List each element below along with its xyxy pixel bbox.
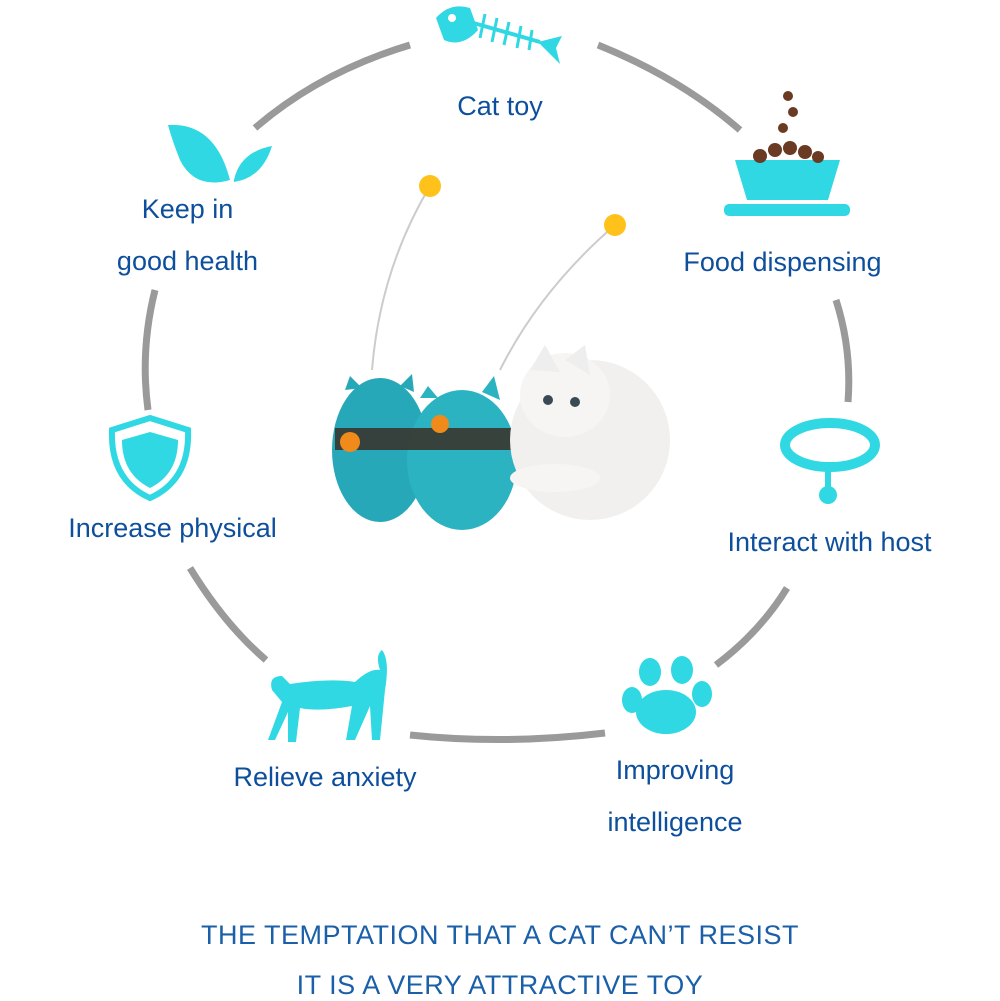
arc xyxy=(596,41,743,133)
product-photo xyxy=(332,175,670,530)
feature-label-interact-with-host: Interact with host xyxy=(727,527,932,557)
arc xyxy=(409,729,606,744)
label-line: good health xyxy=(116,246,259,276)
label-line: Improving xyxy=(615,755,735,785)
feature-label-cat-toy: Cat toy xyxy=(457,91,543,121)
feature-label-relieve-anxiety: Relieve anxiety xyxy=(233,762,417,792)
collar-icon xyxy=(780,418,880,504)
arc xyxy=(187,566,269,663)
tagline-line-1: THE TEMPTATION THAT A CAT CAN’T RESIST xyxy=(200,920,800,950)
arc xyxy=(713,586,790,668)
leaf-icon xyxy=(168,124,272,183)
connector-arcs xyxy=(141,41,853,744)
food-bowl-icon xyxy=(724,91,850,216)
cat-icon xyxy=(268,650,387,742)
fish-bone-icon xyxy=(436,6,562,64)
arc xyxy=(252,41,412,131)
feature-label-increase-physical: Increase physical xyxy=(68,513,277,543)
arc xyxy=(832,298,853,403)
tagline-line-2: IT IS A VERY ATTRACTIVE TOY xyxy=(296,970,704,1000)
label-line: intelligence xyxy=(607,807,743,837)
label-line: Keep in xyxy=(141,194,234,224)
feature-label-improving-intelligence: Improving intelligence xyxy=(595,744,755,848)
feature-label-keep-in-good-health: Keep in good health xyxy=(105,183,270,287)
shield-icon xyxy=(108,414,192,502)
feature-label-food-dispensing: Food dispensing xyxy=(683,247,882,277)
paw-icon xyxy=(622,656,712,734)
arc xyxy=(141,289,159,411)
